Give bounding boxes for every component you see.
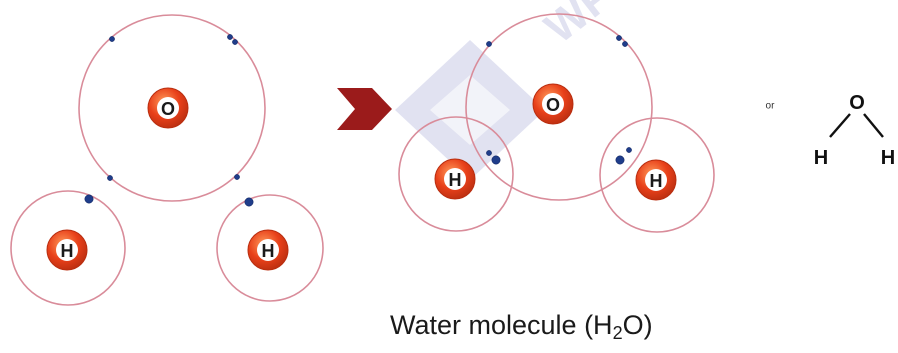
hydrogen-label: H: [449, 170, 462, 190]
electron: [107, 175, 113, 181]
oxygen-label: O: [546, 95, 560, 115]
bond-right: [863, 113, 884, 138]
bond-left: [829, 113, 851, 138]
structural-hydrogen-right: H: [881, 147, 895, 169]
structural-oxygen: O: [849, 92, 865, 114]
electron: [234, 174, 240, 180]
electron: [615, 155, 625, 165]
hydrogen-shell-left: [398, 116, 514, 232]
hydrogen-label: H: [650, 171, 663, 191]
electron: [491, 155, 501, 165]
electron: [616, 35, 622, 41]
electron: [486, 41, 492, 47]
caption-subscript: 2: [612, 323, 623, 343]
electron: [626, 147, 632, 153]
structural-formula: O H H: [814, 92, 895, 169]
hydrogen-nucleus-right: H: [247, 229, 289, 271]
or-label: or: [766, 101, 776, 112]
water-molecule-model: O H H: [398, 13, 715, 233]
reaction-arrow-icon: [337, 88, 392, 130]
hydrogen-shell-left: [10, 190, 126, 306]
electron: [622, 41, 628, 47]
oxygen-nucleus: O: [147, 87, 189, 129]
oxygen-nucleus: O: [532, 83, 574, 125]
hydrogen-shell-right: [216, 194, 324, 302]
hydrogen-nucleus-left: H: [46, 229, 88, 271]
electron: [486, 150, 492, 156]
electron: [109, 36, 115, 42]
oxygen-shell: [78, 14, 266, 202]
electron: [232, 39, 238, 45]
electron: [84, 194, 94, 204]
caption-suffix: O): [622, 310, 653, 340]
electron: [227, 34, 233, 40]
structural-hydrogen-left: H: [814, 147, 828, 169]
separate-atoms: O H H: [10, 14, 324, 306]
caption-prefix: Water molecule (H: [390, 310, 613, 340]
hydrogen-label: H: [61, 241, 74, 261]
hydrogen-nucleus-right: H: [635, 159, 677, 201]
hydrogen-label: H: [262, 241, 275, 261]
oxygen-label: O: [161, 99, 175, 119]
watermark-diamond: [395, 40, 545, 180]
oxygen-shell: [465, 13, 653, 201]
watermark: WPDF: [395, 0, 668, 180]
electron: [244, 197, 254, 207]
watermark-text: WPDF: [536, 0, 668, 53]
hydrogen-shell-right: [599, 117, 715, 233]
hydrogen-nucleus-left: H: [434, 158, 476, 200]
diagram-caption: Water molecule (H2O): [390, 305, 653, 345]
